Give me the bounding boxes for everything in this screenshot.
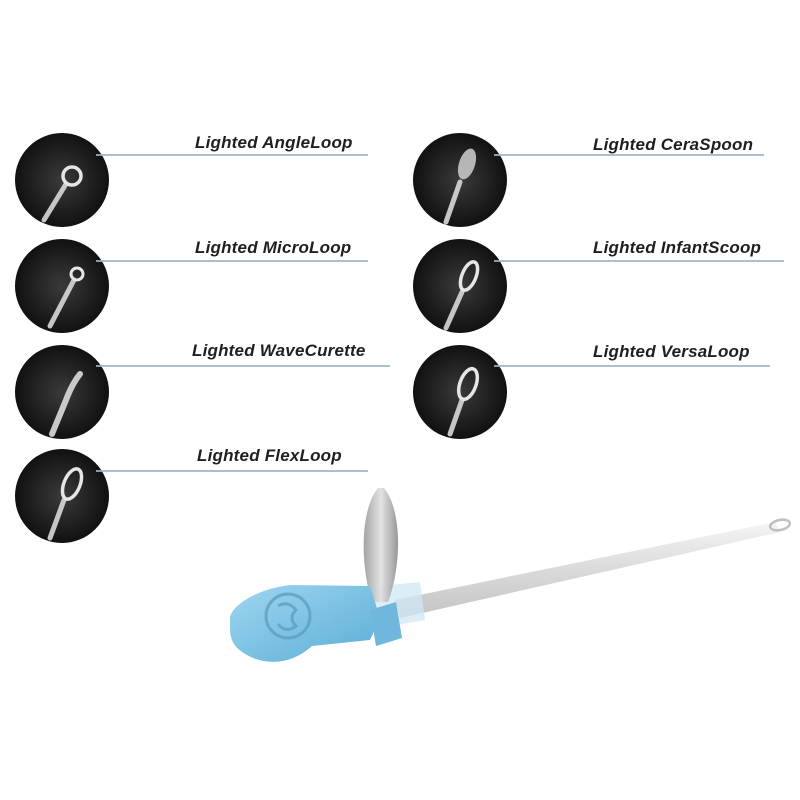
instrument-label: Lighted InfantScoop — [593, 238, 762, 257]
divider-line — [96, 365, 390, 367]
cera-spoon-tip-icon — [412, 132, 508, 228]
wave-curette-tip-icon — [14, 344, 110, 440]
infant-scoop-tip-icon — [412, 238, 508, 334]
divider-line — [494, 154, 764, 156]
divider-line — [494, 365, 770, 367]
instrument-label: Lighted CeraSpoon — [593, 135, 754, 154]
divider-line — [494, 260, 784, 262]
versa-loop-tip-icon — [412, 344, 508, 440]
instrument-label: Lighted AngleLoop — [195, 133, 353, 152]
divider-line — [96, 260, 368, 262]
instrument-label: Lighted WaveCurette — [192, 341, 366, 360]
divider-line — [96, 154, 368, 156]
divider-line — [96, 470, 368, 472]
angle-loop-tip-icon — [14, 132, 110, 228]
instrument-label: Lighted MicroLoop — [195, 238, 352, 257]
flex-loop-tip-icon — [14, 448, 110, 544]
lighted-instrument-device-image — [220, 470, 800, 790]
instrument-label: Lighted VersaLoop — [593, 342, 750, 361]
instrument-label: Lighted FlexLoop — [197, 446, 342, 465]
micro-loop-tip-icon — [14, 238, 110, 334]
